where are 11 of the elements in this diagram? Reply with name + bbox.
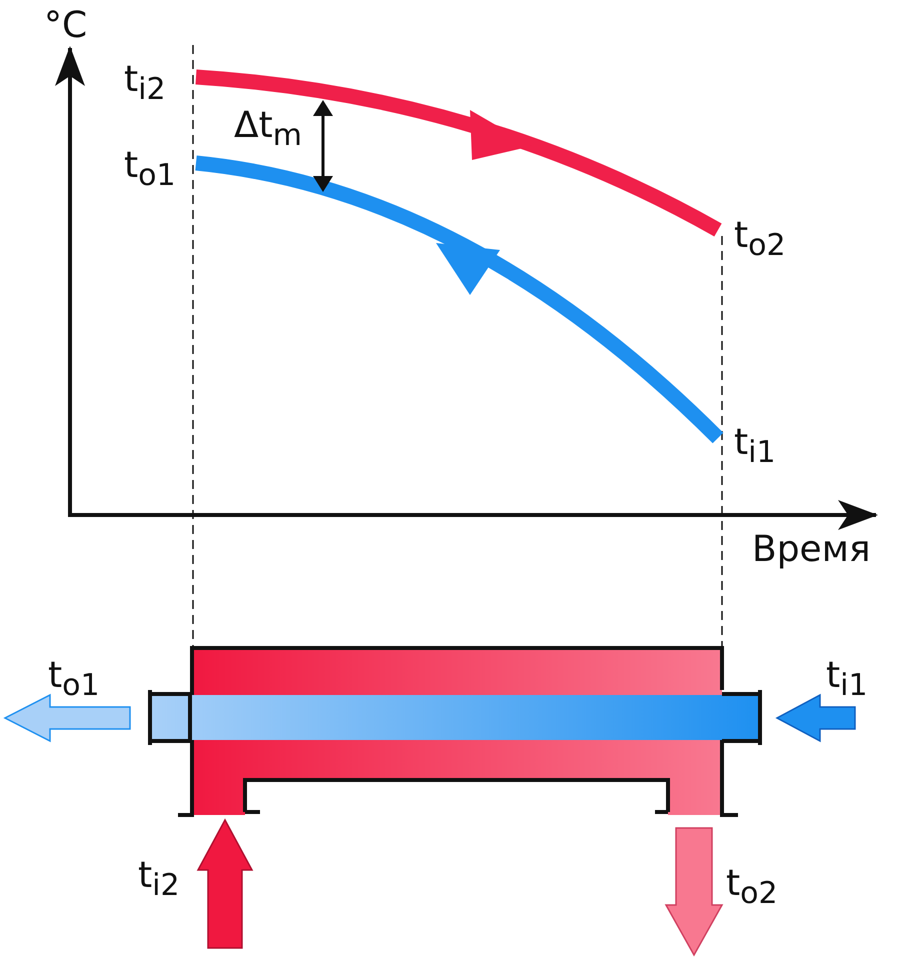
curve-label: t$_{o2}$ (734, 218, 786, 262)
flow-label: t$_{o2}$ (726, 866, 778, 910)
curve-label: t$_{i1}$ (734, 425, 776, 468)
flow-label: t$_{i2}$ (138, 858, 180, 902)
flow-label: t$_{i1}$ (826, 658, 868, 702)
difference-label: Δt$_{m}$ (234, 108, 302, 152)
curve-label: t$_{i2}$ (124, 62, 166, 106)
axis-unit: °C (44, 8, 88, 44)
axis-label: Время (752, 532, 871, 568)
curve-label: t$_{o1}$ (124, 148, 176, 192)
flow-label: t$_{o1}$ (48, 658, 100, 702)
